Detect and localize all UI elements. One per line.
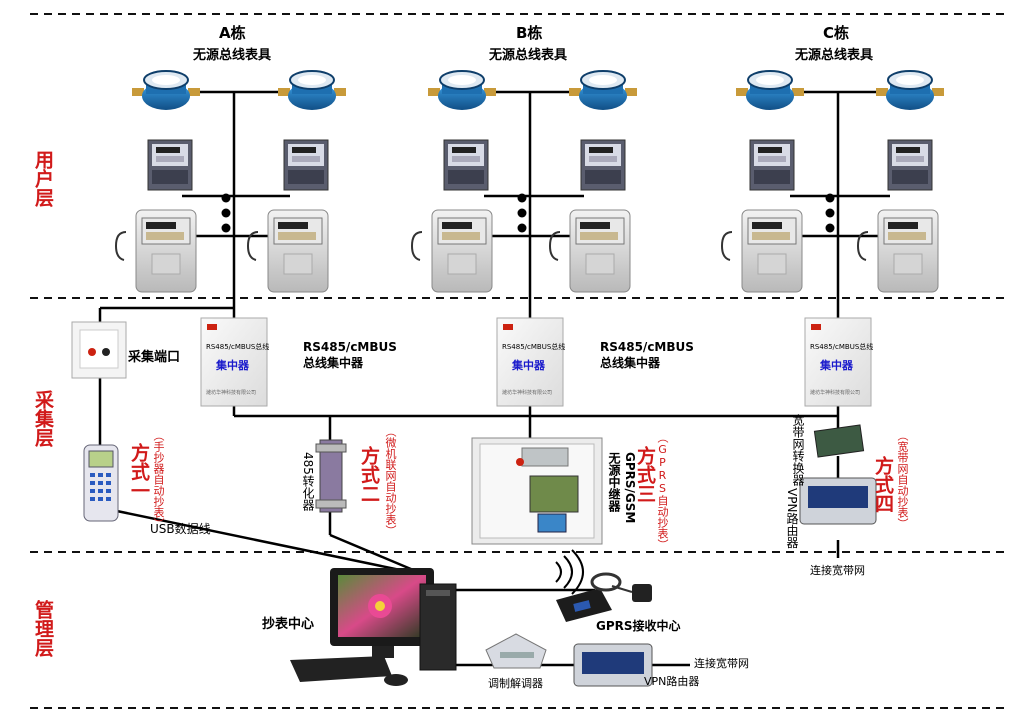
layer-label-manage: 管理层 bbox=[32, 600, 54, 657]
usb-cable-label: USB数据线 bbox=[150, 522, 211, 536]
collect-port-label: 采集端口 bbox=[128, 350, 181, 365]
building-subtitle-a: 无源总线表具 bbox=[193, 48, 272, 63]
mode-1-name: 方式一 bbox=[128, 443, 150, 500]
bus-label-2-line1: RS485/cMBUS bbox=[600, 340, 694, 354]
concentrator-c-maker: 潍坊华神科技有限公司 bbox=[810, 390, 861, 396]
concentrator-a-label: 集中器 bbox=[216, 359, 249, 372]
concentrator-b-label: 集中器 bbox=[512, 359, 545, 372]
mode-1-desc: （手抄器自动抄表） bbox=[152, 430, 165, 529]
connect-broadband-top-label: 连接宽带网 bbox=[810, 564, 865, 577]
vpn-router-bottom-label: VPN路由器 bbox=[644, 675, 700, 688]
building-title-b: B栋 bbox=[516, 24, 543, 42]
mode-2-name: 方式二 bbox=[358, 446, 380, 503]
concentrator-b-maker: 潍坊华神科技有限公司 bbox=[502, 390, 553, 396]
mode-3-desc: （GPRS自动抄表） bbox=[656, 432, 669, 550]
mode-3-name: 方式三 bbox=[634, 446, 656, 503]
layer-label-user: 用户层 bbox=[32, 150, 54, 207]
gprs-relay-label: GPRS/GSM 无源中继器 bbox=[607, 452, 637, 524]
concentrator-c-label: 集中器 bbox=[820, 359, 853, 372]
modem-label: 调制解调器 bbox=[488, 677, 543, 690]
concentrator-a-title: RS485/cMBUS总线 bbox=[206, 343, 270, 351]
converter-485-label: 485转化器 bbox=[301, 452, 315, 511]
bus-label-2-line2: 总线集中器 bbox=[600, 356, 661, 370]
layer-label-collect: 采集层 bbox=[32, 390, 54, 447]
concentrator-a-maker: 潍坊华神科技有限公司 bbox=[206, 390, 257, 396]
bus-label-1-line2: 总线集中器 bbox=[303, 356, 364, 370]
gprs-receiver-label: GPRS接收中心 bbox=[596, 619, 681, 633]
connect-broadband-bottom-label: 连接宽带网 bbox=[694, 657, 749, 670]
meter-center-label: 抄表中心 bbox=[262, 617, 315, 632]
mode-4-desc: （宽带网自动抄表） bbox=[896, 430, 909, 529]
vpn-router-top-label: VPN路由器 bbox=[785, 488, 799, 549]
mode-2-desc: （微机联网自动抄表） bbox=[384, 426, 397, 536]
concentrator-c-title: RS485/cMBUS总线 bbox=[810, 343, 874, 351]
bus-label-1-line1: RS485/cMBUS bbox=[303, 340, 397, 354]
building-subtitle-c: 无源总线表具 bbox=[795, 48, 874, 63]
broadband-converter-label: 宽带网转换器 bbox=[791, 414, 805, 486]
building-subtitle-b: 无源总线表具 bbox=[489, 48, 568, 63]
mode-4-name: 方式四 bbox=[872, 456, 894, 513]
building-title-a: A栋 bbox=[219, 24, 246, 42]
building-title-c: C栋 bbox=[823, 24, 850, 42]
concentrator-b-title: RS485/cMBUS总线 bbox=[502, 343, 566, 351]
